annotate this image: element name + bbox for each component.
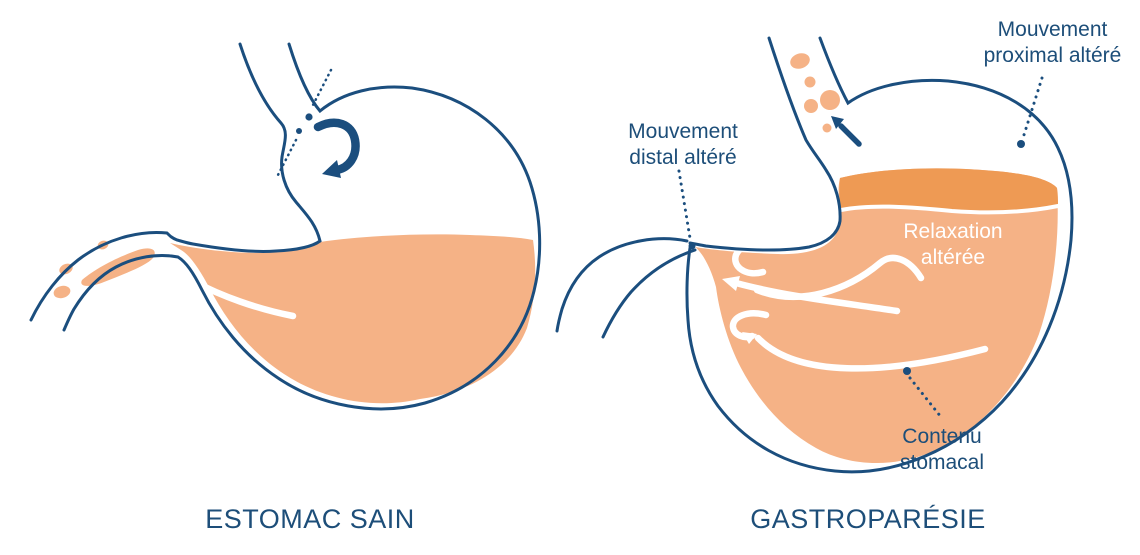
reflux-particles: [790, 53, 840, 133]
les-rotation-arrow: [313, 118, 360, 178]
proximal-leader-line: [1021, 76, 1044, 140]
normal-emptying-arrow-tail: [189, 277, 297, 320]
les-marker-dot: [296, 128, 302, 134]
label-contenu-stomacal: Contenu stomacal: [899, 425, 985, 474]
content-surface-band: [839, 168, 1058, 211]
reflux-particle: [822, 123, 832, 133]
label-mouvement-distal: Mouvement distal altéré: [628, 120, 738, 169]
reflux-particle: [804, 76, 816, 88]
motility-arrowhead: [722, 276, 740, 291]
reflux-particle: [804, 99, 818, 113]
les-axis-lower-segment: [276, 138, 298, 177]
chyme-particle: [53, 285, 71, 299]
healthy-stomach-content-fill: [170, 234, 536, 404]
label-relaxation-alteree: Relaxation altérée: [903, 220, 1003, 269]
motility-arrow-tail: [732, 279, 901, 315]
motility-hook-arrow-lower: [729, 310, 770, 341]
contenu-marker-dot: [903, 367, 911, 375]
healthy-stomach: [29, 42, 542, 411]
gastroparesis-content-fill: [695, 168, 1058, 464]
les-rotation-arrowhead: [322, 160, 341, 178]
les-axis-dotted-line: [276, 68, 333, 177]
les-axis-upper-segment: [311, 68, 333, 107]
healthy-stomach-outline-greater: [62, 42, 542, 411]
motility-fan-curve-bottom: [754, 334, 989, 372]
les-rotation-arrow-arc: [313, 118, 360, 175]
reflux-particle: [820, 90, 840, 110]
gastroparesis-outline-greater: [685, 36, 1074, 474]
motility-hook-arrowhead-lower: [742, 332, 757, 344]
proximal-marker-dot: [1017, 140, 1025, 148]
annotation-leaders: [677, 76, 1044, 419]
gastroparesis-duodenum-lower-wall: [601, 248, 697, 339]
contenu-leader-line: [908, 376, 943, 419]
les-marker-dot: [305, 113, 313, 121]
content-surface-separation-line: [839, 204, 1060, 215]
impaired-motility-lines: [722, 241, 989, 372]
caption-gastroparesie: GASTROPARÉSIE: [750, 504, 986, 534]
reflux-particle: [790, 53, 810, 69]
gastroparesis-duodenum-upper-wall: [555, 237, 689, 333]
distal-leader-line: [677, 169, 692, 240]
distal-marker-dot: [688, 242, 696, 250]
label-mouvement-proximal: Mouvement proximal altéré: [983, 18, 1122, 67]
gastroparesis-outline-lesser: [688, 36, 842, 252]
healthy-stomach-outline-lesser: [29, 42, 322, 322]
caption-estomac-sain: ESTOMAC SAIN: [205, 504, 415, 534]
reflux-arrow-shaft: [838, 123, 862, 147]
gastroparesis-stomach: [555, 36, 1074, 474]
reflux-arrow: [831, 116, 862, 147]
reflux-arrowhead: [831, 116, 844, 129]
